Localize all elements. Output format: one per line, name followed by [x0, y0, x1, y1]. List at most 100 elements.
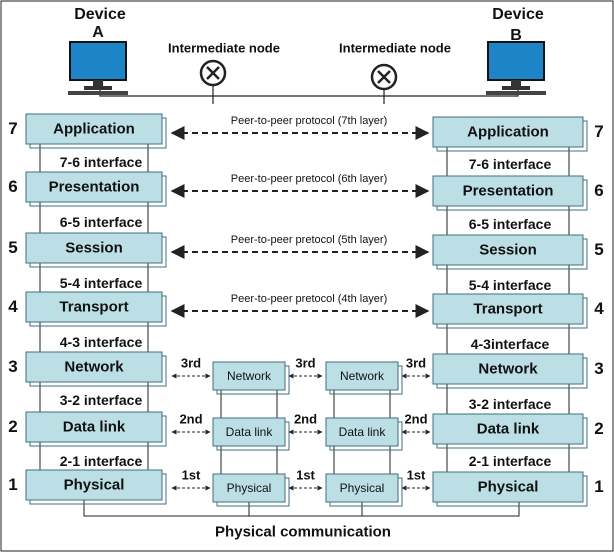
right-layer-label: Transport [473, 300, 543, 318]
left-layer-label: Network [64, 358, 124, 376]
node-layer-label: Data link [225, 425, 273, 439]
node-layer-label: Network [226, 369, 272, 383]
router-icon-cross [377, 70, 391, 84]
left-layer-box [25, 232, 163, 264]
left-layer-label: Transport [59, 298, 129, 316]
left-layer-number: 2 [8, 417, 18, 436]
hop-tag-label: 2nd [179, 411, 203, 427]
left-interface-label: 5-4 interface [59, 275, 143, 291]
node-layer-box [325, 417, 399, 447]
hop-tag-label: 2nd [404, 411, 428, 427]
left-layer-number: 6 [8, 177, 18, 196]
monitor-icon-stand [502, 86, 530, 90]
left-interface-label: 4-3 interface [59, 334, 143, 350]
left-layer-box-shadow [29, 415, 167, 447]
right-interface-label: 5-4 interface [468, 277, 552, 293]
node-layer-box [325, 473, 399, 503]
node-layer-label: Data link [338, 425, 386, 439]
left-layer-box-shadow [29, 473, 167, 505]
left-layer-number: 4 [8, 297, 18, 316]
left-layer-box-shadow [29, 117, 167, 149]
monitor-icon [487, 41, 545, 81]
right-layer-label: Presentation [462, 182, 554, 200]
left-interface-label: 7-6 interface [59, 154, 143, 170]
right-layer-box-shadow [436, 238, 588, 270]
monitor-icon [69, 41, 127, 81]
right-layer-box [432, 234, 584, 266]
right-layer-label: Data link [476, 420, 540, 438]
right-layer-box-shadow [436, 475, 588, 507]
left-layer-label: Application [53, 120, 135, 138]
right-layer-number: 3 [594, 359, 604, 378]
right-interface-label: 2-1 interface [468, 453, 552, 469]
right-layer-label: Network [478, 360, 538, 378]
right-layer-box [432, 293, 584, 325]
hop-tag-label: 1st [181, 467, 201, 483]
left-layer-box [25, 469, 163, 501]
physical-communication-line [83, 500, 520, 517]
node-layer-box-shadow [216, 477, 290, 507]
hop-tag-label: 3rd [180, 355, 202, 371]
node-layer-box-shadow [329, 421, 403, 451]
monitor-icon-neck [511, 80, 521, 86]
left-interface-label: 3-2 interface [59, 392, 143, 408]
right-layer-label: Session [479, 241, 537, 259]
node-layer-label: Physical [226, 481, 272, 495]
right-layer-number: 2 [594, 419, 604, 438]
node-layer-box-shadow [216, 365, 290, 395]
right-layer-box-shadow [436, 179, 588, 211]
monitor-icon-base [486, 91, 546, 95]
intermediate-node-label: Intermediate node [168, 40, 280, 56]
right-layer-number: 4 [594, 299, 604, 318]
monitor-icon-stand [84, 86, 112, 90]
hop-tag-label: 2nd [293, 411, 318, 427]
hop-tag-label: 1st [296, 467, 315, 483]
right-interface-label: 4-3interface [470, 336, 550, 352]
left-layer-number: 7 [8, 119, 18, 138]
left-layer-box [25, 171, 163, 203]
device-b-letter: B [510, 27, 522, 44]
router-icon-cross [206, 66, 220, 80]
left-layer-box [25, 113, 163, 145]
device-a-letter: A [92, 24, 104, 41]
right-layer-box [432, 471, 584, 503]
right-layer-box-shadow [436, 417, 588, 449]
monitor-icon-neck [93, 80, 103, 86]
left-layer-number: 5 [8, 238, 18, 257]
peer-to-peer-label: Peer-to-peer pretocol (5th layer) [230, 234, 388, 246]
left-layer-label: Data link [62, 418, 126, 436]
intermediate-node-label: Intermediate node [339, 40, 451, 56]
node-layer-box [325, 361, 399, 391]
right-layer-box-shadow [436, 357, 588, 389]
left-interface-label: 2-1 interface [59, 453, 143, 469]
left-layer-number: 3 [8, 357, 18, 376]
left-layer-box [25, 291, 163, 323]
node-layer-box-shadow [216, 421, 290, 451]
left-layer-number: 1 [8, 475, 18, 494]
hop-tag-label: 3rd [295, 355, 316, 371]
peer-to-peer-label: Peer-to-peer pretocol (6th layer) [230, 173, 388, 185]
device-a-title: Device [74, 6, 126, 23]
node-layer-box [212, 473, 286, 503]
node-layer-box [212, 361, 286, 391]
hop-tag-label: 1st [406, 467, 426, 483]
node-layer-box-shadow [329, 365, 403, 395]
right-layer-box [432, 175, 584, 207]
left-layer-box-shadow [29, 295, 167, 327]
right-layer-number: 1 [594, 477, 604, 496]
node-layer-box [212, 417, 286, 447]
right-layer-label: Application [467, 123, 549, 141]
device-link-line [99, 88, 519, 97]
left-layer-box-shadow [29, 236, 167, 268]
right-interface-label: 6-5 interface [468, 216, 552, 232]
node-layer-box-shadow [329, 477, 403, 507]
right-layer-box [432, 413, 584, 445]
right-interface-label: 7-6 interface [468, 156, 552, 172]
left-layer-box-shadow [29, 355, 167, 387]
right-layer-label: Physical [477, 478, 539, 496]
right-interface-label: 3-2 interface [468, 396, 552, 412]
peer-to-peer-label: Peer-to-peer protocol (7th layer) [230, 115, 388, 127]
node-layer-label: Network [339, 369, 385, 383]
